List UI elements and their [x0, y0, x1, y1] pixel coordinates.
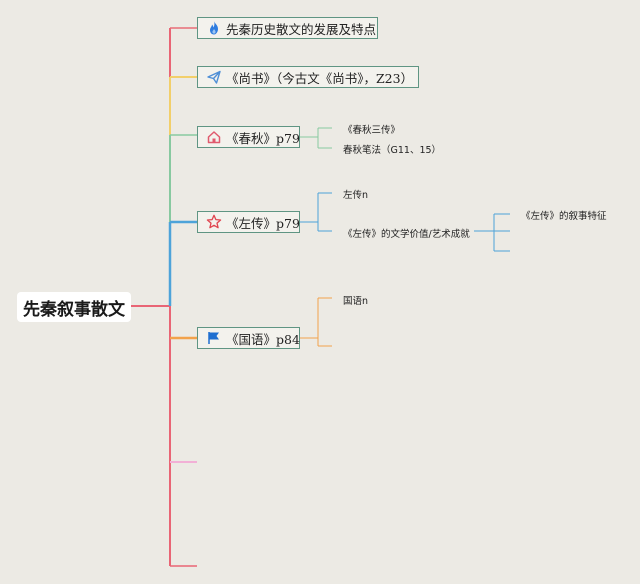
root-topic[interactable]: 先秦叙事散文: [17, 292, 131, 322]
topic-label: 《国语》p84: [226, 331, 300, 347]
subtopic-chunqiu-bifa[interactable]: 春秋笔法（G11、15）: [343, 145, 442, 156]
subtopic-guoyu-n[interactable]: 国语n: [343, 296, 369, 307]
subtopic-zuozhuan-value[interactable]: 《左传》的文学价值/艺术成就: [343, 229, 470, 240]
topic-chunqiu[interactable]: 《春秋》p79: [197, 126, 300, 148]
subtopic-chunqiu-sanzhuan[interactable]: 《春秋三传》: [343, 125, 401, 136]
home-icon: [206, 129, 222, 145]
flag-icon: [206, 330, 222, 346]
topic-label: 《尚书》（今古文《尚书》，Z23）: [226, 70, 414, 86]
topic-label: 《春秋》p79: [226, 130, 300, 146]
topic-zuozhuan[interactable]: 《左传》p79: [197, 211, 300, 233]
topic-shangshu[interactable]: 《尚书》（今古文《尚书》，Z23）: [197, 66, 419, 88]
subtopic-zuozhuan-narrative[interactable]: 《左传》的叙事特征: [521, 211, 607, 222]
send-icon: [206, 69, 222, 85]
star-icon: [206, 214, 222, 230]
topic-label: 《左传》p79: [226, 215, 300, 231]
topic-label: 先秦历史散文的发展及特点: [226, 21, 377, 37]
topic-guoyu[interactable]: 《国语》p84: [197, 327, 300, 349]
topic-overview[interactable]: 先秦历史散文的发展及特点: [197, 17, 378, 39]
subtopic-zuozhuan-n[interactable]: 左传n: [343, 190, 369, 201]
fire-icon: [206, 20, 222, 36]
